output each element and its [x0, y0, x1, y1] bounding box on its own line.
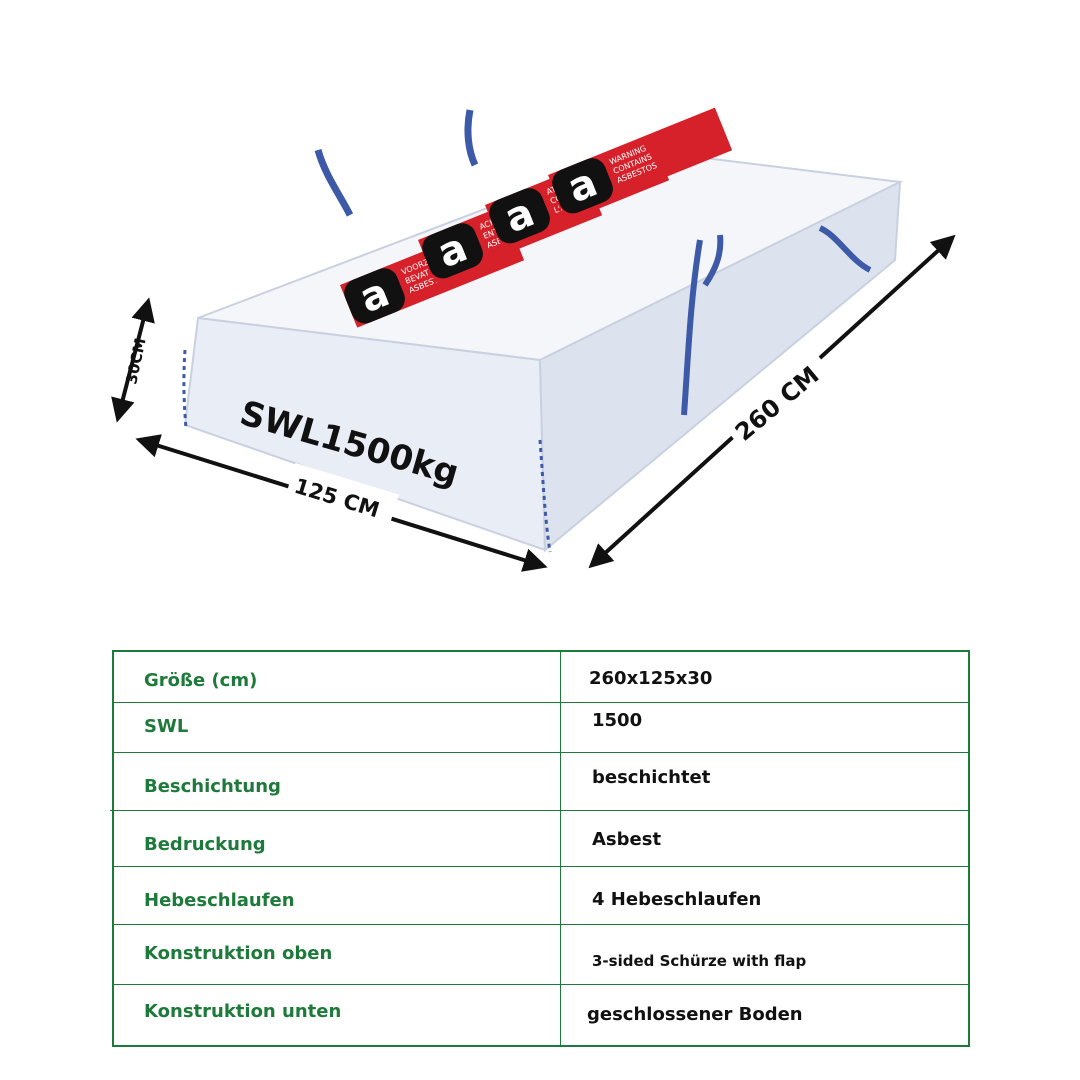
spec-label-coating: Beschichtung — [144, 776, 281, 797]
spec-label-bottom-construction: Konstruktion unten — [144, 1001, 342, 1022]
table-row-divider — [114, 984, 968, 985]
spec-label-lifting-loops: Hebeschlaufen — [144, 890, 295, 911]
table-column-divider — [560, 652, 561, 1045]
spec-value-bottom-construction: geschlossener Boden — [587, 1004, 803, 1025]
table-row-divider — [114, 702, 968, 703]
spec-label-print: Bedruckung — [144, 834, 266, 855]
lifting-loop — [314, 149, 354, 217]
table-row-divider — [114, 866, 968, 867]
spec-label-top-construction: Konstruktion oben — [144, 943, 333, 964]
spec-value-size: 260x125x30 — [589, 668, 713, 689]
product-illustration: a VOORZICHTIG BEVAT ASBEST a ACHTUNG ENT… — [111, 107, 956, 572]
table-row-divider — [114, 924, 968, 925]
height-dimension-label: 30CM — [122, 336, 149, 386]
spec-value-print: Asbest — [592, 829, 662, 850]
spec-value-top-construction: 3-sided Schürze with flap — [592, 952, 807, 970]
spec-label-size: Größe (cm) — [144, 670, 258, 691]
warning-panel: a WARNING CONTAINS ASBESTOS — [548, 107, 733, 218]
table-row-divider — [114, 752, 968, 753]
spec-value-lifting-loops: 4 Hebeschlaufen — [592, 889, 762, 910]
table-row-divider — [110, 810, 968, 811]
spec-label-swl: SWL — [144, 716, 189, 737]
spec-table: Größe (cm) 260x125x30 SWL 1500 Beschicht… — [110, 650, 970, 1047]
height-arrow — [111, 297, 155, 423]
lifting-loop — [464, 109, 479, 167]
spec-value-swl: 1500 — [592, 710, 643, 731]
spec-value-coating: beschichtet — [592, 767, 711, 788]
